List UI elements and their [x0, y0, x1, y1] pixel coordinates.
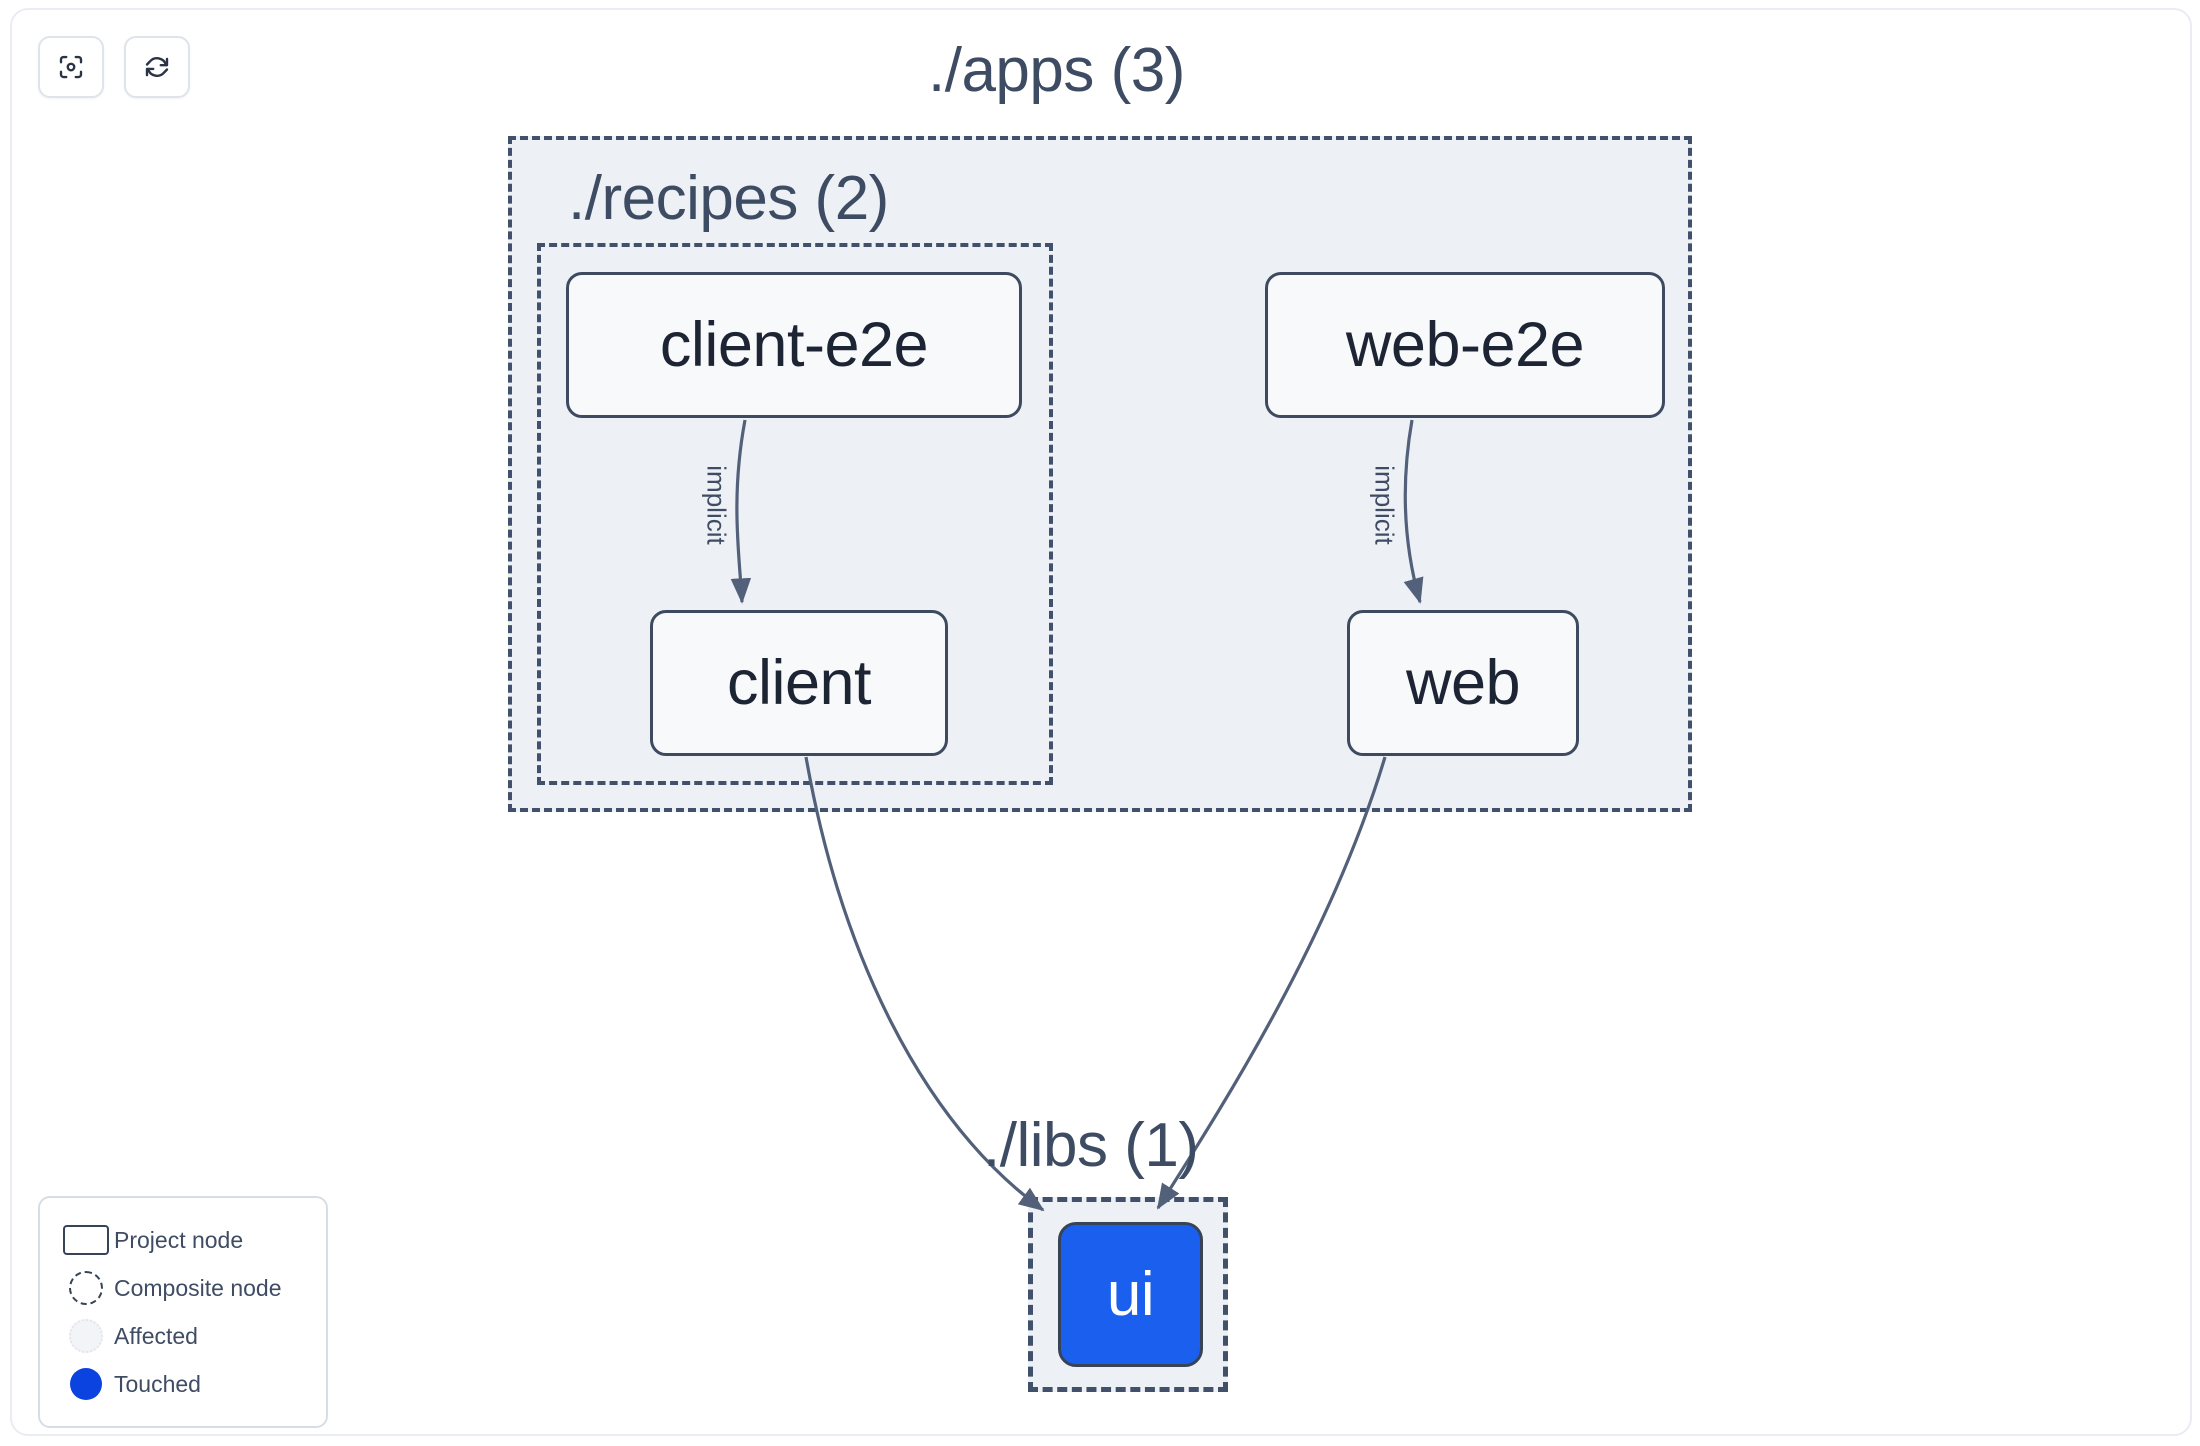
graph-toolbar	[38, 36, 190, 98]
project-node-swatch	[58, 1225, 114, 1255]
edge-label-implicit-web: implicit	[1369, 465, 1400, 545]
focus-graph-button[interactable]	[38, 36, 104, 98]
touched-swatch	[58, 1368, 114, 1400]
group-label-recipes: ./recipes (2)	[568, 164, 889, 233]
project-node-ui[interactable]: ui	[1058, 1222, 1203, 1367]
legend-item-affected: Affected	[58, 1312, 310, 1360]
affected-swatch	[58, 1319, 114, 1353]
legend-item-composite-node: Composite node	[58, 1264, 310, 1312]
graph-legend: Project node Composite node Affected Tou…	[38, 1196, 328, 1428]
composite-node-swatch	[58, 1271, 114, 1305]
legend-item-touched: Touched	[58, 1360, 310, 1408]
project-node-client[interactable]: client	[650, 610, 948, 756]
legend-label: Touched	[114, 1370, 201, 1397]
refresh-sync-icon	[142, 52, 172, 82]
project-node-web-e2e[interactable]: web-e2e	[1265, 272, 1665, 418]
legend-label: Composite node	[114, 1274, 282, 1301]
project-node-web[interactable]: web	[1347, 610, 1579, 756]
group-label-apps: ./apps (3)	[928, 36, 1185, 105]
project-node-client-e2e[interactable]: client-e2e	[566, 272, 1022, 418]
group-label-libs: ./libs (1)	[983, 1111, 1199, 1180]
graph-panel-border	[10, 8, 2192, 1436]
edge-label-implicit-client: implicit	[701, 465, 732, 545]
legend-item-project-node: Project node	[58, 1216, 310, 1264]
legend-label: Affected	[114, 1322, 198, 1349]
legend-label: Project node	[114, 1226, 244, 1253]
refresh-graph-button[interactable]	[124, 36, 190, 98]
focus-target-icon	[56, 52, 86, 82]
